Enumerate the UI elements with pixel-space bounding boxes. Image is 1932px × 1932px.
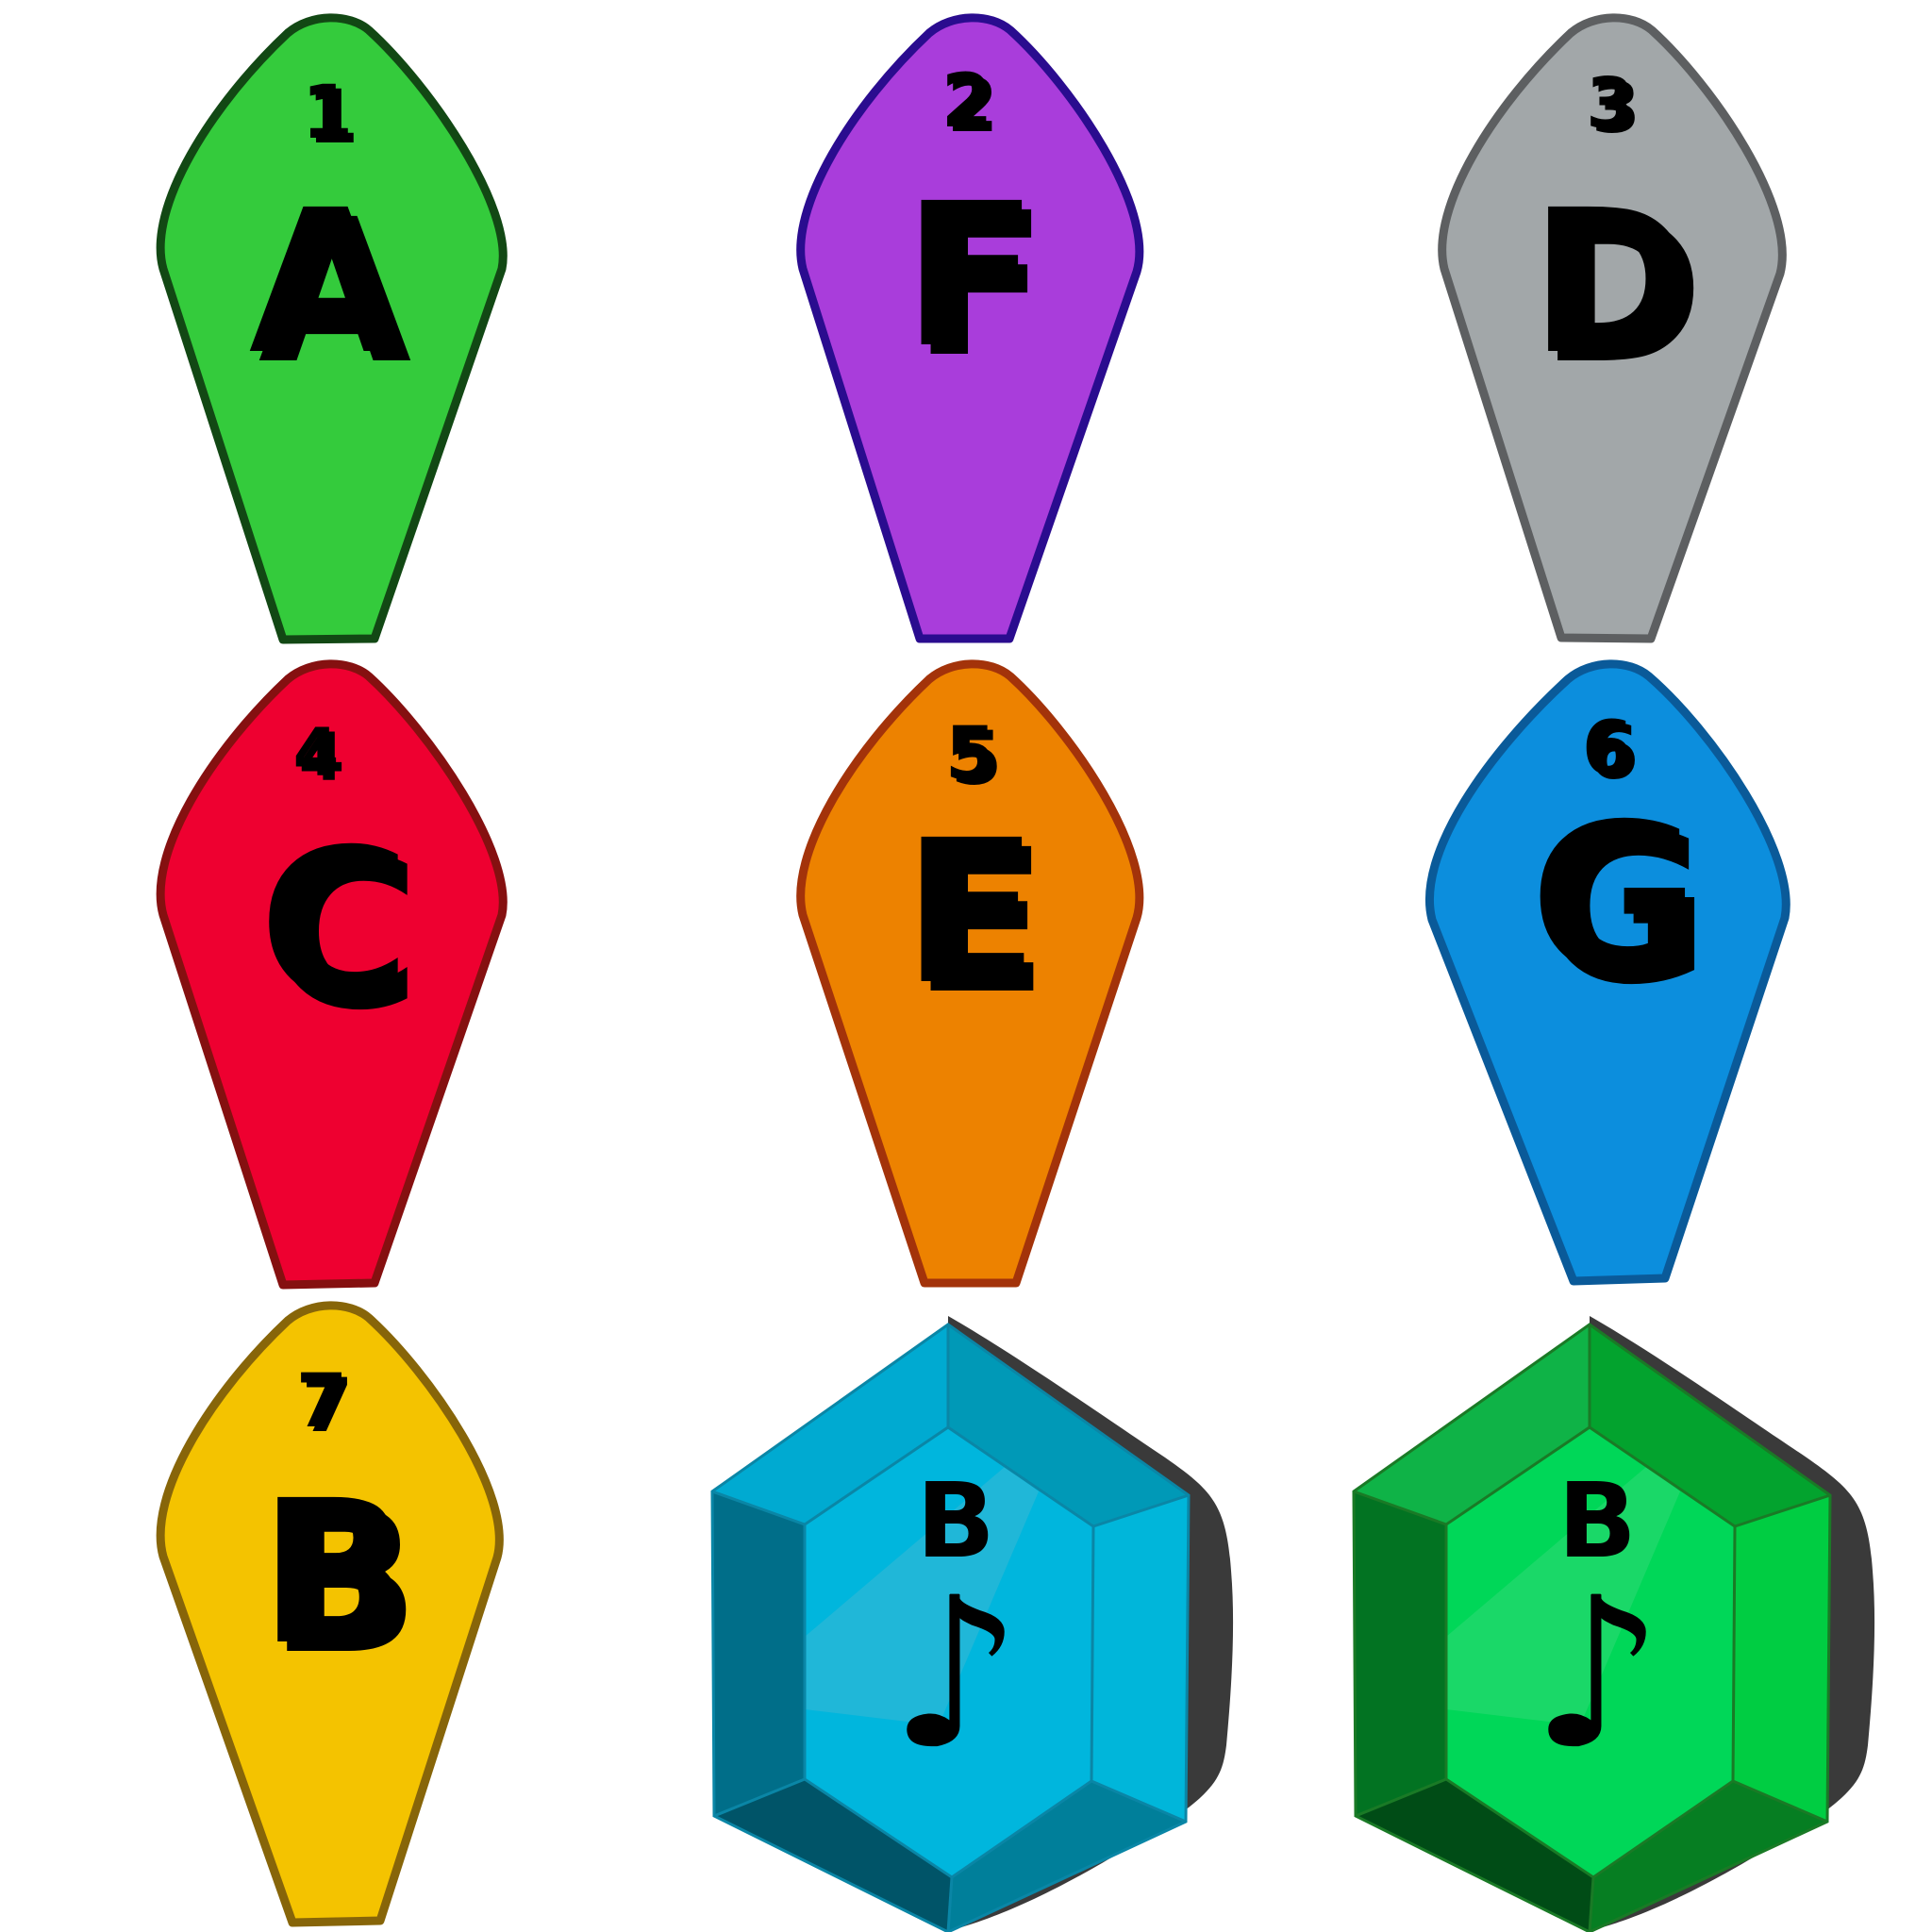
gem-green-b-note[interactable]: B ♪ xyxy=(1344,1316,1877,1932)
text-shadow: 1 xyxy=(308,75,358,160)
crystal-letter: B xyxy=(259,1457,410,1689)
gem-letter: B xyxy=(1557,1460,1637,1581)
text-shadow: 7 xyxy=(302,1364,353,1449)
crystal-letter: C xyxy=(258,805,410,1046)
crystal-body xyxy=(1425,659,1790,1286)
crystal-6-g[interactable]: 6 6 G G xyxy=(1424,656,1802,1297)
text-shadow: G xyxy=(1540,789,1710,1030)
music-note-icon: ♪ xyxy=(1531,1553,1663,1794)
crystal-number: 7 xyxy=(296,1359,347,1444)
crystal-body xyxy=(1438,13,1787,643)
text-shadow: A xyxy=(258,176,412,408)
text-shadow: 4 xyxy=(299,719,345,796)
crystal-number: 6 xyxy=(1582,707,1633,791)
crystal-body xyxy=(156,659,508,1290)
text-shadow: D xyxy=(1540,176,1704,408)
text-shadow: 2 xyxy=(947,64,998,149)
crystal-body xyxy=(156,13,508,644)
crystal-letter: F xyxy=(903,160,1038,391)
crystal-letter: G xyxy=(1530,779,1701,1021)
text-shadow: 3 xyxy=(1591,68,1641,149)
crystal-number: 2 xyxy=(941,59,992,144)
crystal-2-f[interactable]: 2 2 F F xyxy=(796,9,1156,651)
crystal-number: 3 xyxy=(1586,63,1635,144)
crystal-body xyxy=(156,1301,504,1927)
gem-letter: B xyxy=(916,1460,995,1581)
crystal-letter: E xyxy=(903,797,1038,1028)
crystal-5-e[interactable]: 5 5 E E xyxy=(796,656,1156,1297)
text-shadow: 5 xyxy=(951,717,1002,802)
crystal-3-d[interactable]: 3 3 D D xyxy=(1438,9,1797,651)
crystal-body xyxy=(796,13,1144,643)
crystal-number: 5 xyxy=(945,712,996,797)
text-shadow: E xyxy=(912,807,1047,1038)
crystal-7-b[interactable]: 7 7 B B xyxy=(156,1297,514,1929)
crystal-letter: A xyxy=(249,167,403,398)
crystal-1-a[interactable]: 1 1 A A xyxy=(156,9,514,651)
text-shadow: C xyxy=(268,814,420,1056)
crystal-number: 4 xyxy=(293,714,340,791)
crystal-4-c[interactable]: 4 4 C C xyxy=(156,656,514,1297)
text-shadow: F xyxy=(912,170,1047,401)
text-shadow: 6 xyxy=(1588,711,1639,796)
music-note-icon: ♪ xyxy=(890,1553,1022,1794)
crystal-body xyxy=(796,659,1144,1288)
crystal-number: 1 xyxy=(302,71,353,156)
text-shadow: B xyxy=(269,1467,420,1698)
crystal-letter: D xyxy=(1530,167,1694,398)
gem-blue-b-note[interactable]: B ♪ xyxy=(703,1316,1236,1932)
